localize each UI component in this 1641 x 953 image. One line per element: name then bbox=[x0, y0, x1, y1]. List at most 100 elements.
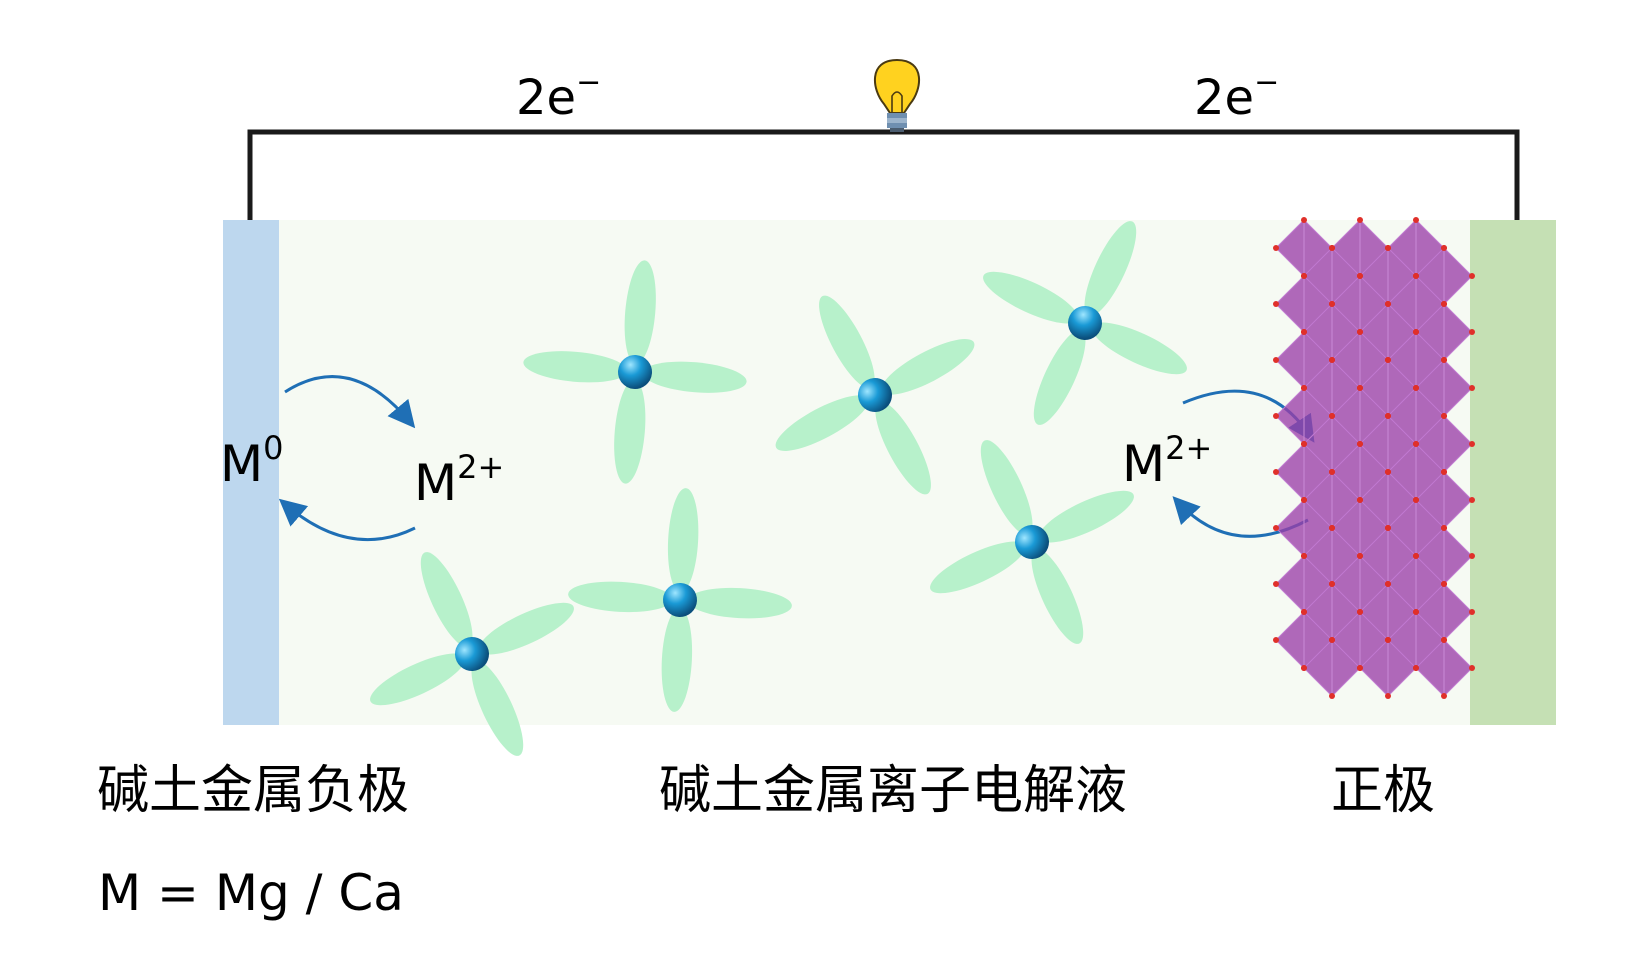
metal-ion-sphere bbox=[663, 583, 697, 617]
oxygen-atom bbox=[1413, 609, 1419, 615]
metal-ion-sphere bbox=[455, 637, 489, 671]
solvent-lobe bbox=[667, 488, 699, 593]
oxygen-atom bbox=[1413, 441, 1419, 447]
oxygen-atom bbox=[1357, 553, 1363, 559]
solvent-lobe bbox=[875, 401, 931, 495]
cathode-crystal-structure bbox=[1273, 217, 1475, 699]
anode-metal-label: M0 bbox=[220, 429, 284, 493]
metal-ion-sphere bbox=[858, 378, 892, 412]
solvent-lobe bbox=[1031, 548, 1084, 644]
oxygen-atom bbox=[1469, 553, 1475, 559]
metal-ion-sphere bbox=[1015, 525, 1049, 559]
solvated-ion bbox=[930, 440, 1134, 644]
oxygen-atom bbox=[1469, 665, 1475, 671]
oxygen-atom bbox=[1301, 609, 1307, 615]
oxygen-atom bbox=[1441, 245, 1447, 251]
oxygen-atom bbox=[1273, 637, 1279, 643]
oxygen-atom bbox=[1329, 357, 1335, 363]
electrolyte-caption: 碱土金属离子电解液 bbox=[659, 761, 1127, 821]
oxygen-atom bbox=[1385, 413, 1391, 419]
oxygen-atom bbox=[1441, 693, 1447, 699]
oxygen-atom bbox=[1329, 581, 1335, 587]
oxygen-atom bbox=[1329, 693, 1335, 699]
oxygen-atom bbox=[1301, 553, 1307, 559]
solvated-ion bbox=[370, 552, 574, 756]
electron-label-left: 2e− bbox=[516, 65, 601, 126]
solvent-lobe bbox=[478, 602, 574, 655]
oxygen-atom bbox=[1357, 665, 1363, 671]
solvent-lobe bbox=[661, 607, 693, 712]
solvent-lobe bbox=[614, 379, 646, 484]
oxygen-atom bbox=[1273, 357, 1279, 363]
solvent-lobe bbox=[642, 361, 747, 393]
oxygen-atom bbox=[1469, 609, 1475, 615]
oxygen-atom bbox=[1413, 329, 1419, 335]
oxygen-atom bbox=[1357, 609, 1363, 615]
oxygen-atom bbox=[1301, 497, 1307, 503]
oxygen-atom bbox=[1357, 385, 1363, 391]
oxygen-atom bbox=[1329, 245, 1335, 251]
ion-label-right: M2+ bbox=[1122, 429, 1212, 493]
oxygen-atom bbox=[1273, 301, 1279, 307]
solvent-lobe bbox=[930, 541, 1026, 594]
anode-caption: 碱土金属负极 bbox=[97, 761, 409, 821]
oxygen-atom bbox=[1469, 273, 1475, 279]
oxygen-atom bbox=[1413, 217, 1419, 223]
oxygen-atom bbox=[1413, 497, 1419, 503]
oxygen-atom bbox=[1301, 217, 1307, 223]
oxygen-atom bbox=[1329, 525, 1335, 531]
oxygen-atom bbox=[1413, 665, 1419, 671]
oxygen-atom bbox=[1441, 637, 1447, 643]
oxygen-atom bbox=[1273, 525, 1279, 531]
oxidation-arrow bbox=[284, 375, 416, 429]
oxygen-atom bbox=[1469, 385, 1475, 391]
solvent-lobe bbox=[568, 581, 673, 613]
oxygen-atom bbox=[1413, 553, 1419, 559]
oxygen-atom bbox=[1357, 273, 1363, 279]
solvent-lobe bbox=[1084, 221, 1137, 317]
solvated-ion bbox=[775, 295, 975, 495]
solvent-lobe bbox=[980, 440, 1033, 536]
oxygen-atom bbox=[1273, 413, 1279, 419]
oxygen-atom bbox=[1469, 441, 1475, 447]
solvated-ions bbox=[370, 221, 1187, 756]
oxygen-atom bbox=[1441, 357, 1447, 363]
oxygen-atom bbox=[1357, 217, 1363, 223]
metal-ion-sphere bbox=[1068, 306, 1102, 340]
metal-ion-sphere bbox=[618, 355, 652, 389]
oxygen-atom bbox=[1385, 245, 1391, 251]
oxygen-atom bbox=[1301, 665, 1307, 671]
solvent-lobe bbox=[370, 653, 466, 706]
oxygen-atom bbox=[1385, 693, 1391, 699]
oxygen-atom bbox=[1413, 273, 1419, 279]
external-circuit-wire bbox=[247, 129, 1520, 220]
oxygen-atom bbox=[1385, 469, 1391, 475]
metal-definition: M = Mg / Ca bbox=[98, 864, 404, 922]
solvent-lobe bbox=[1091, 322, 1187, 375]
solvent-lobe bbox=[983, 271, 1079, 324]
oxygen-atom bbox=[1357, 329, 1363, 335]
solvent-lobe bbox=[523, 351, 628, 383]
oxygen-atom bbox=[1329, 469, 1335, 475]
oxygen-atom bbox=[1469, 497, 1475, 503]
oxygen-atom bbox=[1441, 525, 1447, 531]
solvent-lobe bbox=[1033, 329, 1086, 425]
solvent-lobe bbox=[624, 260, 656, 365]
oxygen-atom bbox=[1441, 581, 1447, 587]
reduction-arrow bbox=[278, 498, 416, 542]
cathode-caption: 正极 bbox=[1331, 761, 1435, 821]
oxygen-atom bbox=[1301, 385, 1307, 391]
oxygen-atom bbox=[1441, 301, 1447, 307]
solvated-ion bbox=[568, 488, 792, 712]
oxygen-atom bbox=[1273, 581, 1279, 587]
solvent-lobe bbox=[420, 552, 473, 648]
solvated-ion bbox=[523, 260, 747, 484]
solvent-lobe bbox=[819, 295, 875, 389]
oxygen-atom bbox=[1469, 329, 1475, 335]
oxygen-atom bbox=[1329, 413, 1335, 419]
oxygen-atom bbox=[1441, 469, 1447, 475]
solvent-lobe bbox=[687, 587, 792, 619]
cathode-electrode bbox=[1470, 220, 1556, 725]
solvent-lobe bbox=[881, 339, 975, 395]
solvent-lobe bbox=[471, 660, 524, 756]
